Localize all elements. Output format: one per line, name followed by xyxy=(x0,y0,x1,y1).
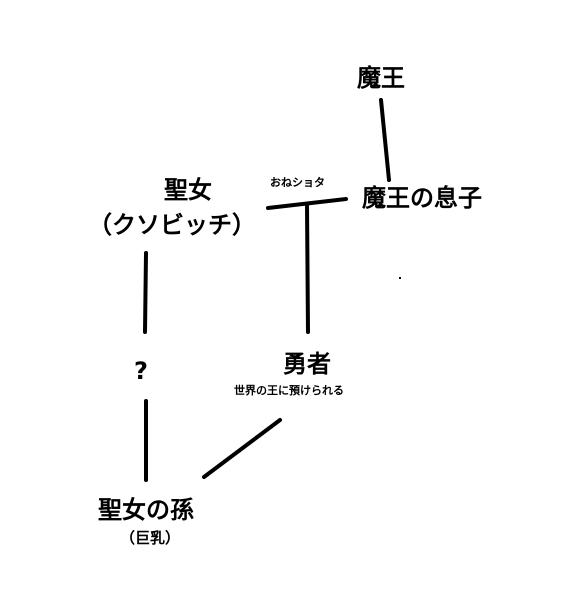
node-demon-king-son: 魔王の息子 xyxy=(362,184,482,212)
node-unknown: ? xyxy=(134,357,148,385)
union-label: おねショタ xyxy=(270,176,325,189)
node-hero-note: 世界の王に預けられる xyxy=(234,384,344,397)
node-saint-grandchild-note: （巨乳） xyxy=(120,529,181,547)
line-demon-king-to-son xyxy=(379,98,391,182)
node-demon-king: 魔王 xyxy=(357,64,405,92)
node-saint-woman-note: （クソビッチ） xyxy=(88,211,256,239)
line-union-to-hero xyxy=(305,203,310,334)
node-hero: 勇者 xyxy=(283,350,331,378)
line-saint-to-unknown xyxy=(143,251,148,334)
node-saint-grandchild: 聖女の孫 xyxy=(98,496,194,524)
node-saint-woman: 聖女 xyxy=(164,176,212,204)
line-hero-to-grandchild xyxy=(202,418,282,479)
stray-dot xyxy=(399,277,401,279)
